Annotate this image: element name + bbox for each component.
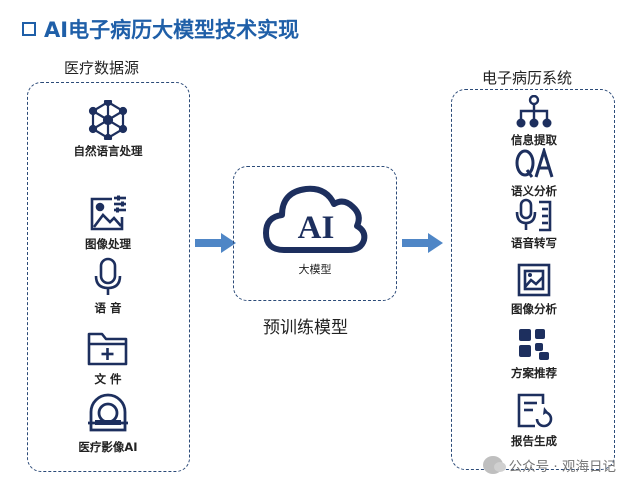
qa-icon xyxy=(515,148,554,178)
center-caption: 预训练模型 xyxy=(263,318,348,338)
right-item-label: 语音转写 xyxy=(511,236,557,250)
report-refresh-icon xyxy=(517,393,553,428)
left-panel-title: 医疗数据源 xyxy=(64,59,140,77)
left-item-medical-ai: 医疗影像AI xyxy=(58,392,158,455)
folder-icon xyxy=(87,332,128,366)
title-square-icon xyxy=(22,22,36,36)
right-item-recommend: 方案推荐 xyxy=(486,326,582,381)
left-item-label: 文 件 xyxy=(94,372,122,386)
right-panel-title: 电子病历系统 xyxy=(482,69,573,87)
right-item-semantic: 语义分析 xyxy=(486,148,582,199)
watermark: 公众号 · 观海日记 xyxy=(482,455,616,475)
right-item-report: 报告生成 xyxy=(486,390,582,449)
left-item-label: 图像处理 xyxy=(85,237,131,251)
cloud-text: AI xyxy=(298,210,335,246)
left-panel xyxy=(27,82,190,472)
image-settings-icon xyxy=(90,195,126,231)
page-title: AI电子病历大模型技术实现 xyxy=(22,14,299,44)
left-item-image: 图像处理 xyxy=(58,193,158,252)
page-title-text: AI电子病历大模型技术实现 xyxy=(44,18,300,42)
left-item-nlp: 自然语言处理 xyxy=(58,100,158,159)
ai-cloud-icon: AI xyxy=(263,185,368,253)
left-item-label: 医疗影像AI xyxy=(78,440,138,454)
right-item-transcribe: 语音转写 xyxy=(486,198,582,251)
right-item-extract: 信息提取 xyxy=(486,95,582,148)
right-item-label: 语义分析 xyxy=(511,184,557,198)
right-item-image-analysis: 图像分析 xyxy=(486,262,582,317)
left-item-audio: 语 音 xyxy=(58,257,158,316)
right-item-label: 方案推荐 xyxy=(511,366,557,380)
left-item-label: 语 音 xyxy=(94,301,122,315)
ct-scanner-icon xyxy=(88,393,128,432)
grid-blocks-icon xyxy=(519,329,549,360)
right-item-label: 报告生成 xyxy=(511,434,557,448)
arrow-right-icon xyxy=(195,233,236,253)
arrow-right-icon xyxy=(402,233,443,253)
right-panel xyxy=(451,89,615,470)
voice-transcribe-icon xyxy=(515,198,552,232)
model-label: 大模型 xyxy=(298,263,332,276)
hierarchy-icon xyxy=(516,95,552,128)
microphone-icon xyxy=(94,257,122,295)
left-item-label: 自然语言处理 xyxy=(73,144,143,158)
center-panel xyxy=(233,166,397,301)
center-model: AI 大模型 xyxy=(255,178,375,277)
image-frame-icon xyxy=(517,263,551,297)
right-item-label: 图像分析 xyxy=(511,302,557,316)
wechat-icon xyxy=(482,456,506,474)
right-item-label: 信息提取 xyxy=(511,133,557,147)
neural-network-icon xyxy=(88,100,128,140)
watermark-text: 公众号 · 观海日记 xyxy=(508,459,616,475)
left-item-file: 文 件 xyxy=(58,328,158,387)
